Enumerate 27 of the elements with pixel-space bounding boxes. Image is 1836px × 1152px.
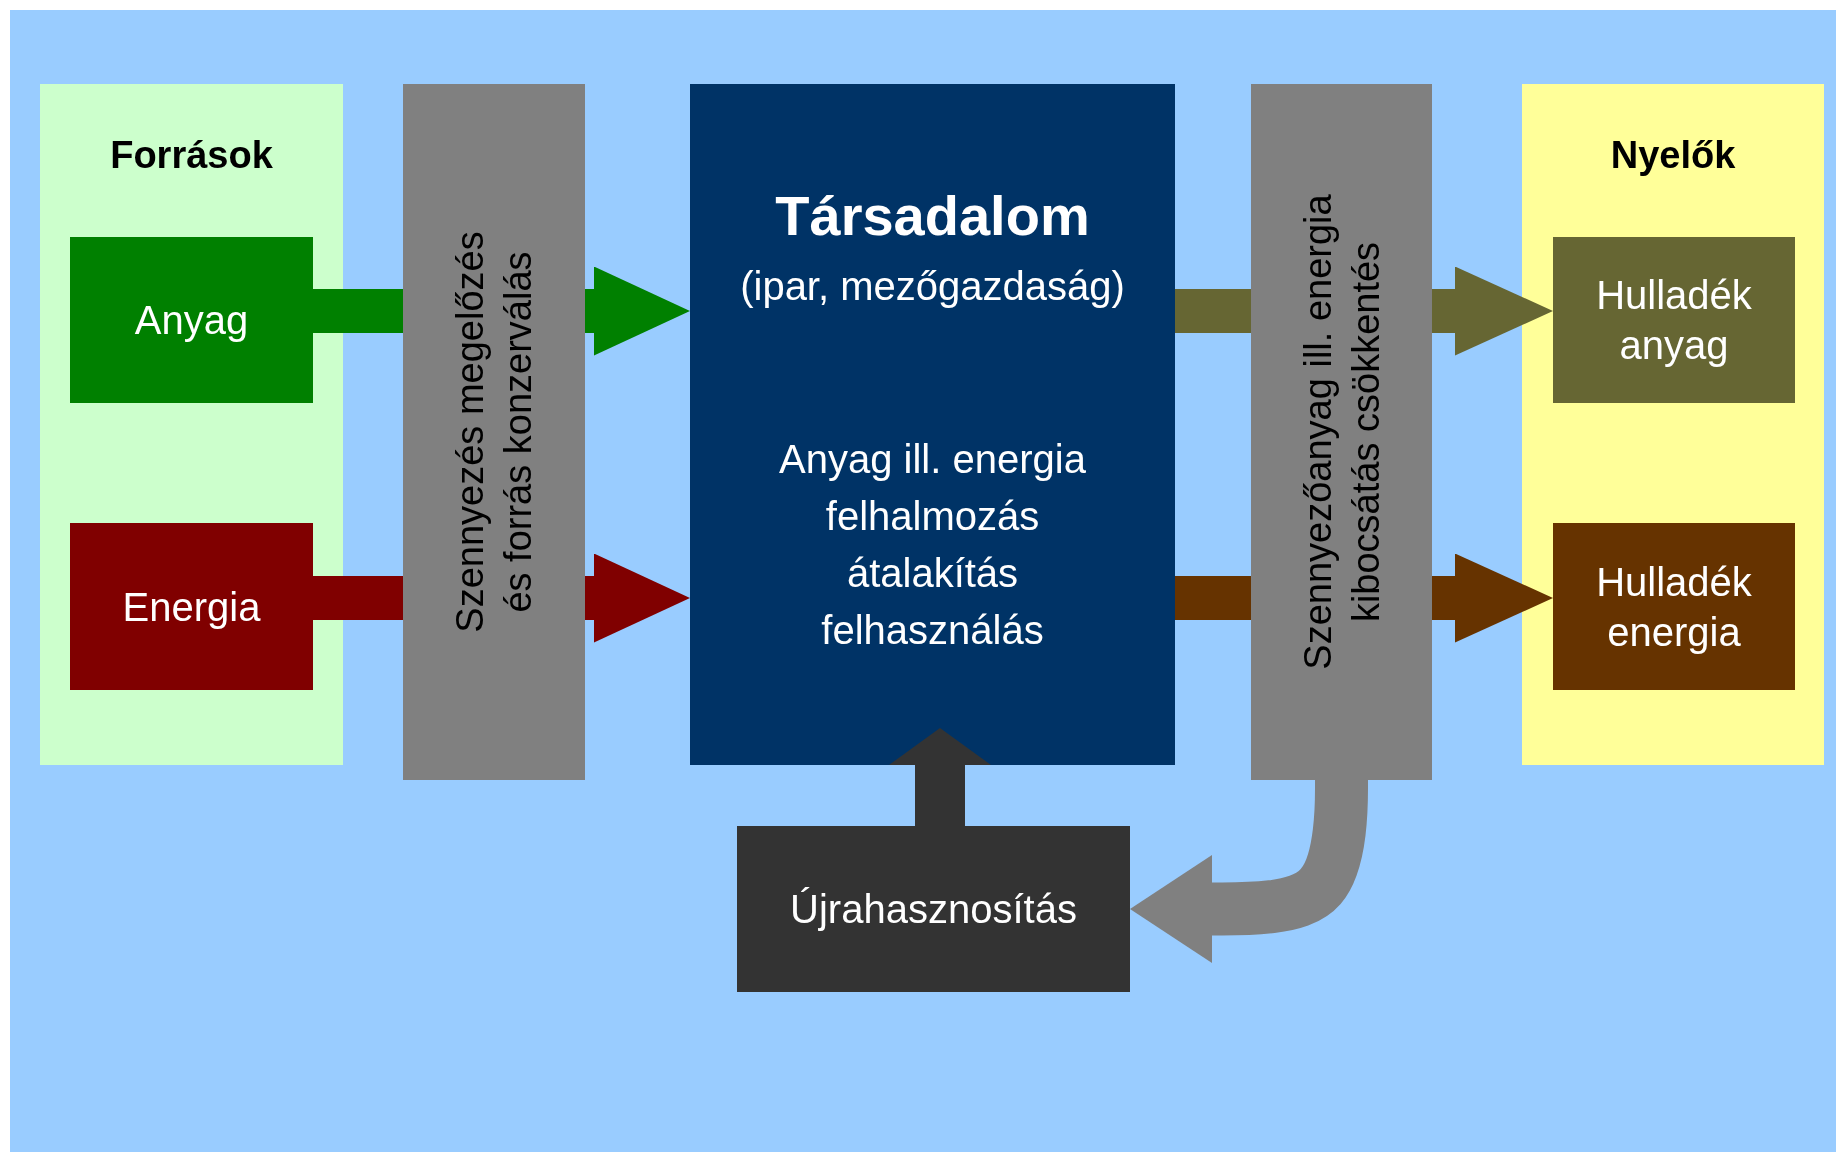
flow-arrow: [889, 728, 991, 826]
recycling-box: [737, 826, 1130, 992]
main-subtitle: (ipar, mezőgazdaság): [740, 263, 1125, 310]
flow-arrow: [1432, 553, 1553, 643]
flow-arrow: [585, 266, 690, 356]
band-label: Szennyezőanyag ill. energia kibocsátás csökkentés: [1295, 193, 1388, 672]
panel-title: Nyelők: [1609, 133, 1737, 178]
flow-arrow: [585, 553, 690, 643]
band-label: Szennyezés megelőzés és forrás konzerválás: [448, 230, 540, 635]
box-label: Hulladék energia: [1595, 558, 1753, 656]
material-box: [70, 237, 313, 403]
box-label: Energia: [121, 583, 262, 631]
energy-box: [70, 523, 313, 690]
box-label: Anyag: [133, 297, 250, 344]
sink-panel: [1522, 84, 1824, 765]
waste-box: [1553, 237, 1795, 403]
panel-title: Források: [109, 133, 274, 178]
process-band: [1251, 84, 1432, 780]
main-title: Társadalom: [775, 184, 1090, 248]
main-body: Anyag ill. energia felhalmozás átalakítás felhasználás: [778, 436, 1087, 654]
waste-box: [1553, 523, 1795, 690]
source-panel: [40, 84, 343, 765]
process-band: [403, 84, 585, 780]
flow-arrow: [1432, 266, 1553, 356]
box-label: Újrahasznosítás: [789, 886, 1078, 933]
box-label: Hulladék anyag: [1595, 272, 1753, 369]
society-box: [690, 84, 1175, 765]
